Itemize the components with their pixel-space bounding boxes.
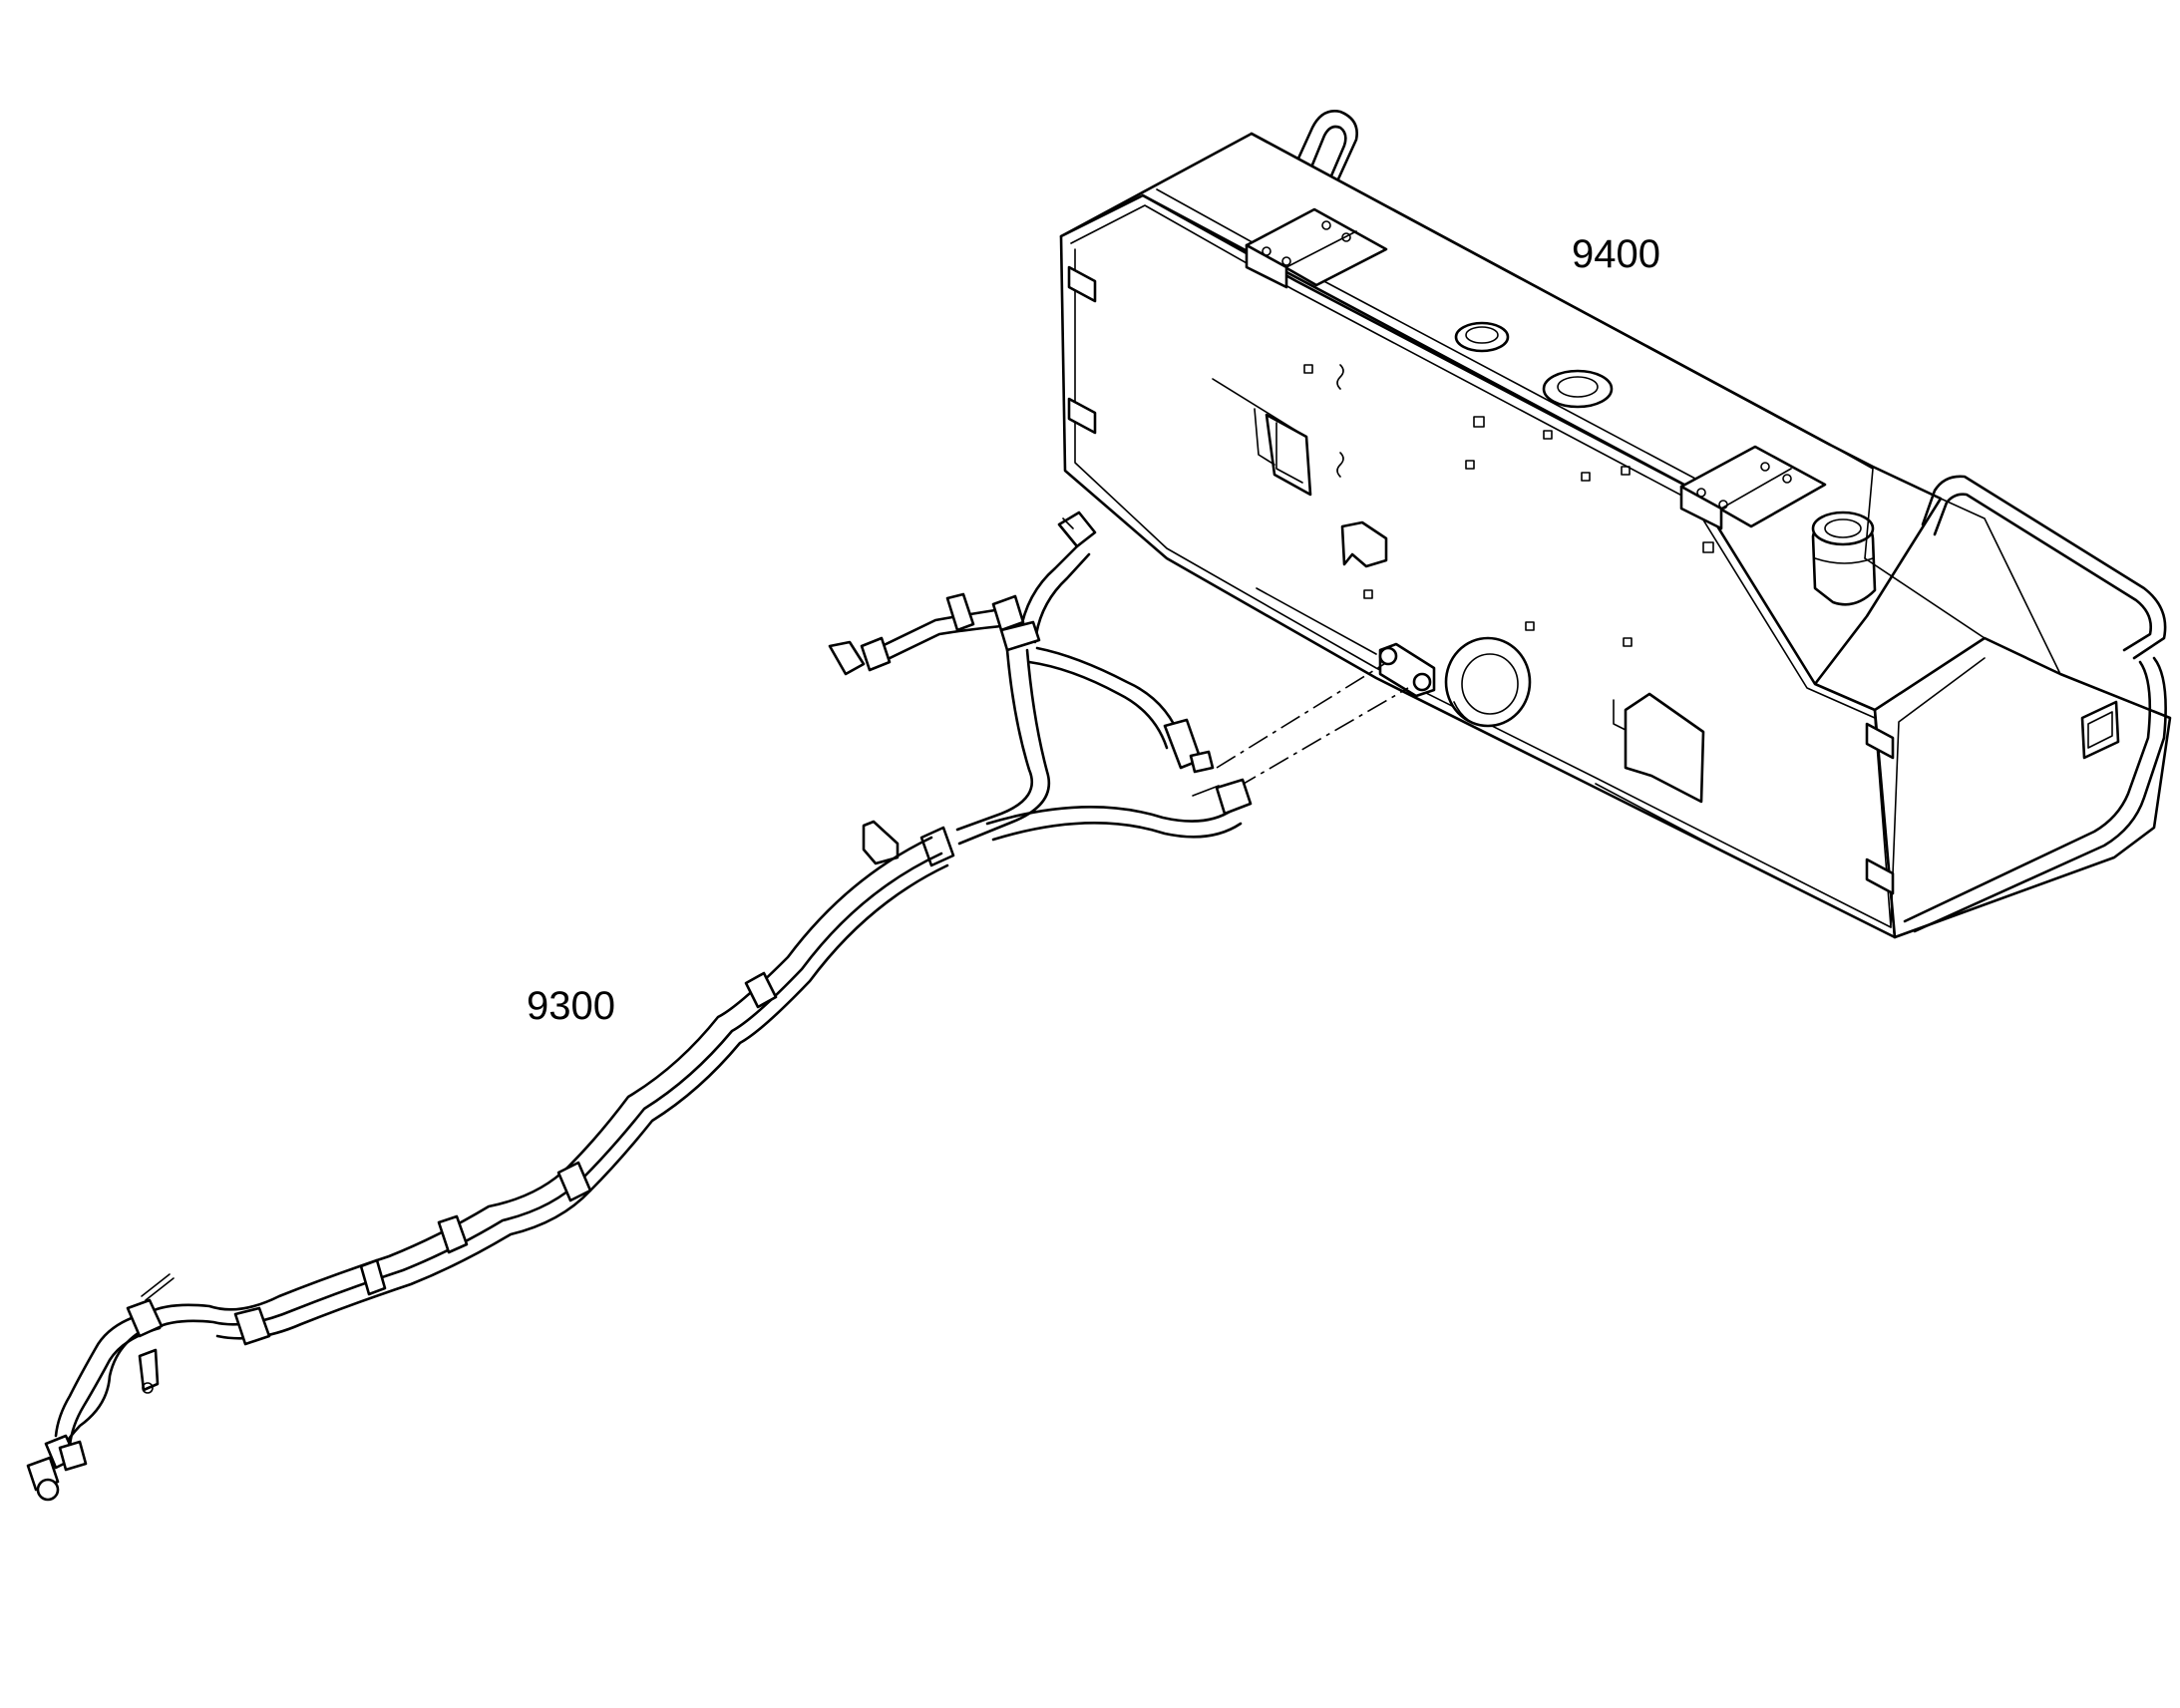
hose-long-run (148, 836, 949, 1340)
hose-left-branch (828, 592, 1025, 676)
callout-9400: 9400 (1572, 232, 1660, 276)
hose-clamp-1 (999, 620, 1041, 652)
connection-line-2 (1236, 687, 1409, 789)
hose-right-branch (1027, 646, 1215, 774)
tank-handle-right (1903, 475, 2167, 933)
fuel-tank (1059, 110, 2172, 939)
tank-port-2 (1542, 369, 1614, 409)
tank-port-1 (1454, 321, 1510, 353)
hose-middle (955, 648, 1253, 846)
tank-fitting (1378, 642, 1436, 698)
tank-end-face (1873, 636, 2172, 939)
slot-bracket (1212, 378, 1312, 497)
connection-line-1 (1216, 663, 1385, 769)
hose-clamp-2 (919, 826, 955, 867)
hose-assembly (26, 511, 1253, 1502)
filler-neck (1811, 511, 1877, 606)
hose-end-fittings (26, 1273, 271, 1502)
small-bracket (1340, 520, 1388, 568)
tank-handle-top (1290, 110, 1358, 189)
strap-bracket-right (1679, 445, 1827, 530)
tank-outlet-port (1444, 636, 1532, 728)
strap-bracket-left (1245, 207, 1388, 289)
hose-bracket (862, 820, 900, 865)
callout-9300: 9300 (527, 984, 615, 1028)
tank-plate (1624, 692, 1705, 804)
